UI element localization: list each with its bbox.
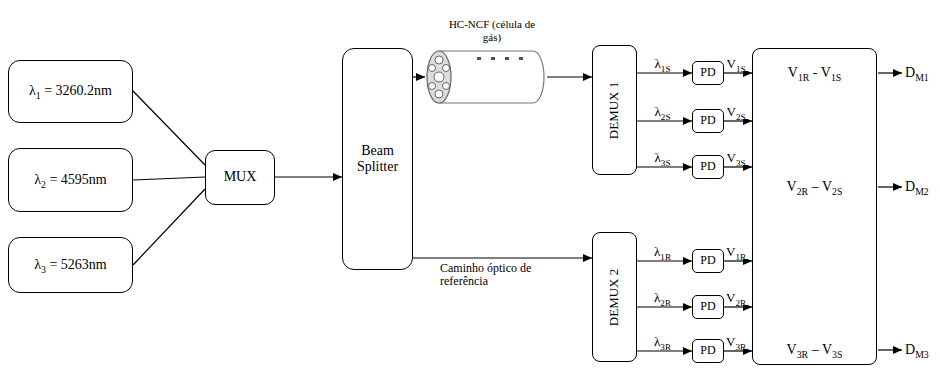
multiplexer-box: MUX xyxy=(205,150,275,205)
output-arrow xyxy=(878,72,902,73)
node-label: DEMUX 2 xyxy=(607,268,622,325)
node-label: V2R – V2S xyxy=(753,179,876,195)
laser-source: λ2 = 4595nm xyxy=(8,148,133,212)
signal-label: V3R xyxy=(725,335,747,349)
beam-splitter-box: Beam Splitter xyxy=(342,48,413,270)
output-label: DM1 xyxy=(905,65,929,80)
demultiplexer-box: DEMUX 2 xyxy=(592,232,637,362)
subtractor-box: V1R - V1S V2R – V2S V3R – V3S xyxy=(752,48,877,365)
output-arrows xyxy=(878,73,902,350)
gas-marker xyxy=(505,57,509,60)
signal-label: V1R xyxy=(725,245,747,259)
node-label: PD xyxy=(700,160,715,174)
capillary-hole xyxy=(429,65,436,72)
signal-label: λ2S xyxy=(654,105,672,119)
node-label: PD xyxy=(700,254,715,268)
laser-source: λ1 = 3260.2nm xyxy=(8,60,133,123)
node-label: λ3 = 5263nm xyxy=(34,257,107,273)
output-arrow xyxy=(878,349,902,350)
photodetector-box: PD xyxy=(692,61,724,85)
capillary-hole xyxy=(435,90,443,98)
capillary-hole xyxy=(429,83,436,90)
node-label: PD xyxy=(700,300,715,314)
node-label: PD xyxy=(700,66,715,80)
photodetector-box: PD xyxy=(692,295,724,319)
photodetector-box: PD xyxy=(692,249,724,273)
connector xyxy=(133,189,205,265)
signal-label: V3S xyxy=(726,151,747,165)
signal-label: V2R xyxy=(725,291,747,305)
cylinder-body xyxy=(439,51,544,103)
hollow-core-fiber-cylinder xyxy=(425,48,547,106)
component-heading: HC-NCF (célula de gás) xyxy=(446,18,538,43)
laser-source: λ3 = 5263nm xyxy=(8,237,133,293)
connector xyxy=(275,176,342,177)
photodetector-box: PD xyxy=(692,155,724,179)
photodetector-box: PD xyxy=(692,109,724,133)
node-label: V1R - V1S xyxy=(753,65,876,81)
node-label: PD xyxy=(700,114,715,128)
path-label: Caminho óptico de referência xyxy=(440,262,565,288)
capillary-hole xyxy=(434,72,444,82)
node-label: MUX xyxy=(224,169,257,185)
output-label: DM2 xyxy=(905,179,929,194)
gas-cell-fiber: HC-NCF (célula de gás) xyxy=(425,18,547,108)
connector xyxy=(133,91,205,165)
signal-label: λ3R xyxy=(653,335,672,349)
node-label: Beam Splitter xyxy=(343,143,412,175)
capillary-hole xyxy=(443,83,450,90)
signal-label: λ3S xyxy=(654,151,672,165)
output-label: DM3 xyxy=(905,342,929,357)
connector xyxy=(133,177,205,180)
node-label: DEMUX 1 xyxy=(607,81,622,138)
capillary-hole xyxy=(443,65,450,72)
gas-marker xyxy=(519,57,523,60)
capillary-hole xyxy=(435,56,443,64)
fiber-face xyxy=(427,51,451,103)
signal-label: λ2R xyxy=(653,291,672,305)
node-label: λ2 = 4595nm xyxy=(34,172,107,188)
signal-label: λ1S xyxy=(654,57,672,71)
signal-label: V1S xyxy=(726,57,747,71)
node-label: V3R – V3S xyxy=(753,342,876,358)
gas-marker xyxy=(491,57,495,60)
photodetector-box: PD xyxy=(692,339,724,363)
output-arrow xyxy=(878,186,902,187)
connector xyxy=(413,257,592,258)
connector xyxy=(413,76,425,77)
node-label: PD xyxy=(700,344,715,358)
signal-label: λ1R xyxy=(653,245,672,259)
signal-label: V2S xyxy=(726,105,747,119)
demultiplexer-box: DEMUX 1 xyxy=(592,45,637,175)
connector xyxy=(547,76,592,77)
node-label: λ1 = 3260.2nm xyxy=(29,83,112,99)
gas-marker xyxy=(477,57,481,60)
